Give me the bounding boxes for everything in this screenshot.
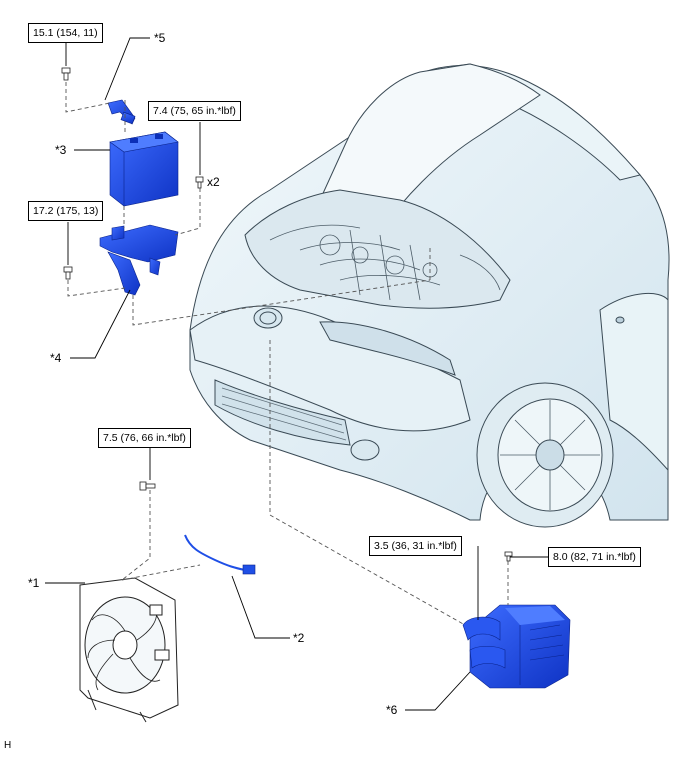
bolt-icon — [61, 67, 513, 562]
callout-label-5: *5 — [154, 31, 166, 45]
callout-label-4: *4 — [50, 351, 62, 365]
torque-spec-battery-clamp-bolt: 15.1 (154, 11) — [28, 23, 103, 43]
torque-spec-component-screw: 8.0 (82, 71 in.*lbf) — [548, 547, 641, 567]
torque-spec-battery-tray-bolt: 17.2 (175, 13) — [28, 201, 104, 221]
engine-component-part — [462, 604, 571, 689]
battery-part — [109, 131, 179, 207]
battery-clamp-part — [107, 99, 136, 125]
torque-spec-battery-tray-nut: 7.4 (75, 65 in.*lbf) — [148, 101, 241, 121]
figure-code: H — [4, 740, 12, 751]
quantity-note: x2 — [207, 175, 220, 189]
assembly-guide-lines — [65, 82, 509, 626]
callout-label-2: *2 — [293, 631, 305, 645]
battery-tray-part — [99, 224, 179, 296]
callout-label-6: *6 — [386, 703, 398, 717]
cooling-fan-assembly-part — [79, 577, 179, 723]
torque-spec-component-bolt: 3.5 (36, 31 in.*lbf) — [369, 536, 462, 556]
fan-wire-harness-part — [184, 534, 256, 575]
callout-label-3: *3 — [55, 143, 67, 157]
torque-spec-fan-bolt: 7.5 (76, 66 in.*lbf) — [98, 428, 191, 448]
callout-label-1: *1 — [28, 576, 40, 590]
vehicle-front-illustration — [189, 63, 670, 528]
leader-lines — [45, 37, 548, 711]
